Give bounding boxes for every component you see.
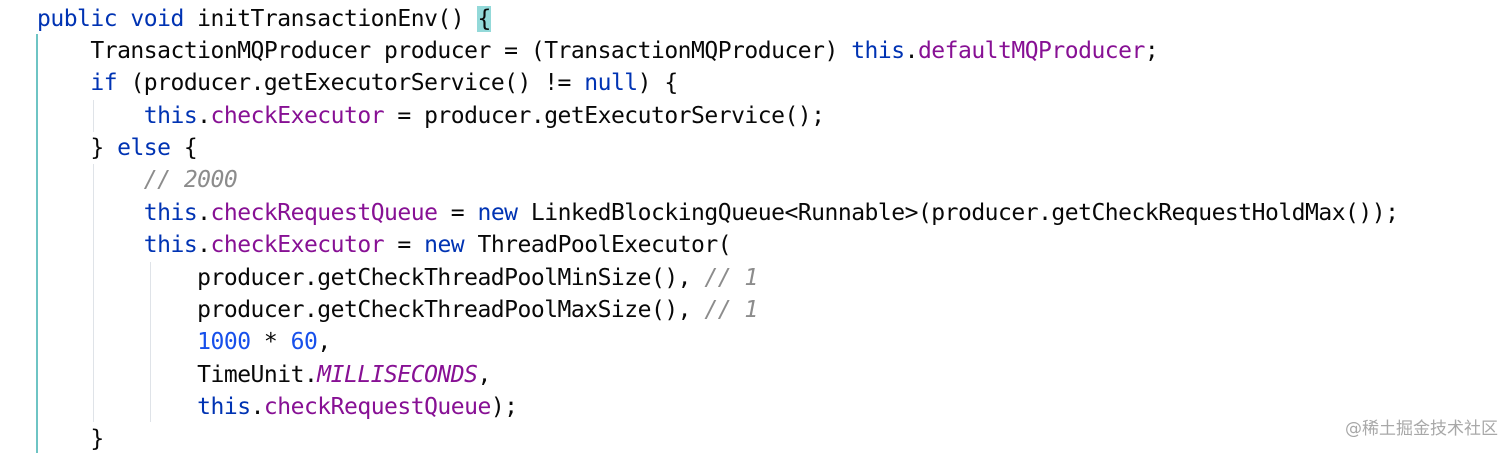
comment: // 1 xyxy=(704,297,758,323)
code-text: } xyxy=(37,135,118,161)
code-text: . xyxy=(904,38,919,64)
keyword: this xyxy=(143,232,198,258)
number-literal: 60 xyxy=(290,329,318,355)
comment: // 1 xyxy=(704,265,758,291)
code-line-10: producer.getCheckThreadPoolMaxSize(), //… xyxy=(37,294,758,326)
indent xyxy=(37,394,197,420)
code-text: , xyxy=(317,329,331,355)
code-text: TimeUnit. xyxy=(37,362,318,388)
code-line-7: this.checkRequestQueue = new LinkedBlock… xyxy=(37,197,1399,229)
static-field: MILLISECONDS xyxy=(317,362,478,388)
code-line-2: TransactionMQProducer producer = (Transa… xyxy=(37,35,1158,67)
indent xyxy=(37,329,197,355)
code-text: = producer.getExecutorService(); xyxy=(384,103,825,129)
field-name: checkRequestQueue xyxy=(210,200,438,226)
indent xyxy=(37,103,144,129)
indent-guide-if xyxy=(93,100,94,132)
field-name: checkRequestQueue xyxy=(263,394,491,420)
indent xyxy=(37,167,144,193)
code-text: TransactionMQProducer producer = (Transa… xyxy=(37,38,852,64)
keyword: this xyxy=(197,394,251,420)
keyword: else xyxy=(117,135,171,161)
keyword: null xyxy=(584,70,638,96)
field-name: defaultMQProducer xyxy=(917,38,1145,64)
matched-brace: { xyxy=(477,6,491,32)
code-text: producer.getCheckThreadPoolMaxSize(), xyxy=(37,297,705,323)
keyword: new xyxy=(424,232,465,258)
code-line-5: } else { xyxy=(37,132,197,164)
code-text: . xyxy=(197,200,211,226)
code-text: * xyxy=(250,329,291,355)
keyword: this xyxy=(143,103,198,129)
keyword: this xyxy=(851,38,905,64)
code-text: . xyxy=(197,232,211,258)
indent xyxy=(37,200,144,226)
code-line-9: producer.getCheckThreadPoolMinSize(), //… xyxy=(37,262,758,294)
indent-guide-args xyxy=(150,262,151,422)
comment: // 2000 xyxy=(143,167,238,193)
code-line-14: } xyxy=(37,423,104,455)
code-line-4: this.checkExecutor = producer.getExecuto… xyxy=(37,100,825,132)
code-text: ThreadPoolExecutor( xyxy=(464,232,732,258)
code-text: producer.getCheckThreadPoolMinSize(), xyxy=(37,265,705,291)
code-text: { xyxy=(170,135,198,161)
code-text: ; xyxy=(1144,38,1159,64)
code-text: = xyxy=(437,200,478,226)
field-name: checkExecutor xyxy=(210,103,385,129)
code-text: LinkedBlockingQueue<Runnable>(producer.g… xyxy=(517,200,1399,226)
code-text: = xyxy=(384,232,425,258)
keyword: public void xyxy=(37,6,198,32)
indent xyxy=(37,232,144,258)
watermark: @稀土掘金技术社区 xyxy=(1345,419,1498,439)
code-text: } xyxy=(37,426,104,452)
code-text: (producer.getExecutorService() != xyxy=(117,70,585,96)
keyword: if xyxy=(90,70,118,96)
code-text: ); xyxy=(490,394,518,420)
indent xyxy=(37,70,90,96)
code-line-3: if (producer.getExecutorService() != nul… xyxy=(37,67,678,99)
number-literal: 1000 xyxy=(197,329,251,355)
code-text: , xyxy=(477,362,491,388)
code-line-6: // 2000 xyxy=(37,164,238,196)
code-text: . xyxy=(250,394,265,420)
field-name: checkExecutor xyxy=(210,232,385,258)
code-line-13: this.checkRequestQueue); xyxy=(37,391,518,423)
keyword: new xyxy=(477,200,518,226)
code-text: ) { xyxy=(637,70,679,96)
code-text: . xyxy=(197,103,211,129)
code-line-8: this.checkExecutor = new ThreadPoolExecu… xyxy=(37,229,732,261)
method-signature: initTransactionEnv() xyxy=(197,6,478,32)
code-line-1: public void initTransactionEnv() { xyxy=(37,3,491,35)
indent-guide-else xyxy=(93,164,94,422)
code-line-11: 1000 * 60, xyxy=(37,326,331,358)
code-line-12: TimeUnit.MILLISECONDS, xyxy=(37,359,491,391)
keyword: this xyxy=(143,200,198,226)
indent-guide-method xyxy=(36,34,38,453)
